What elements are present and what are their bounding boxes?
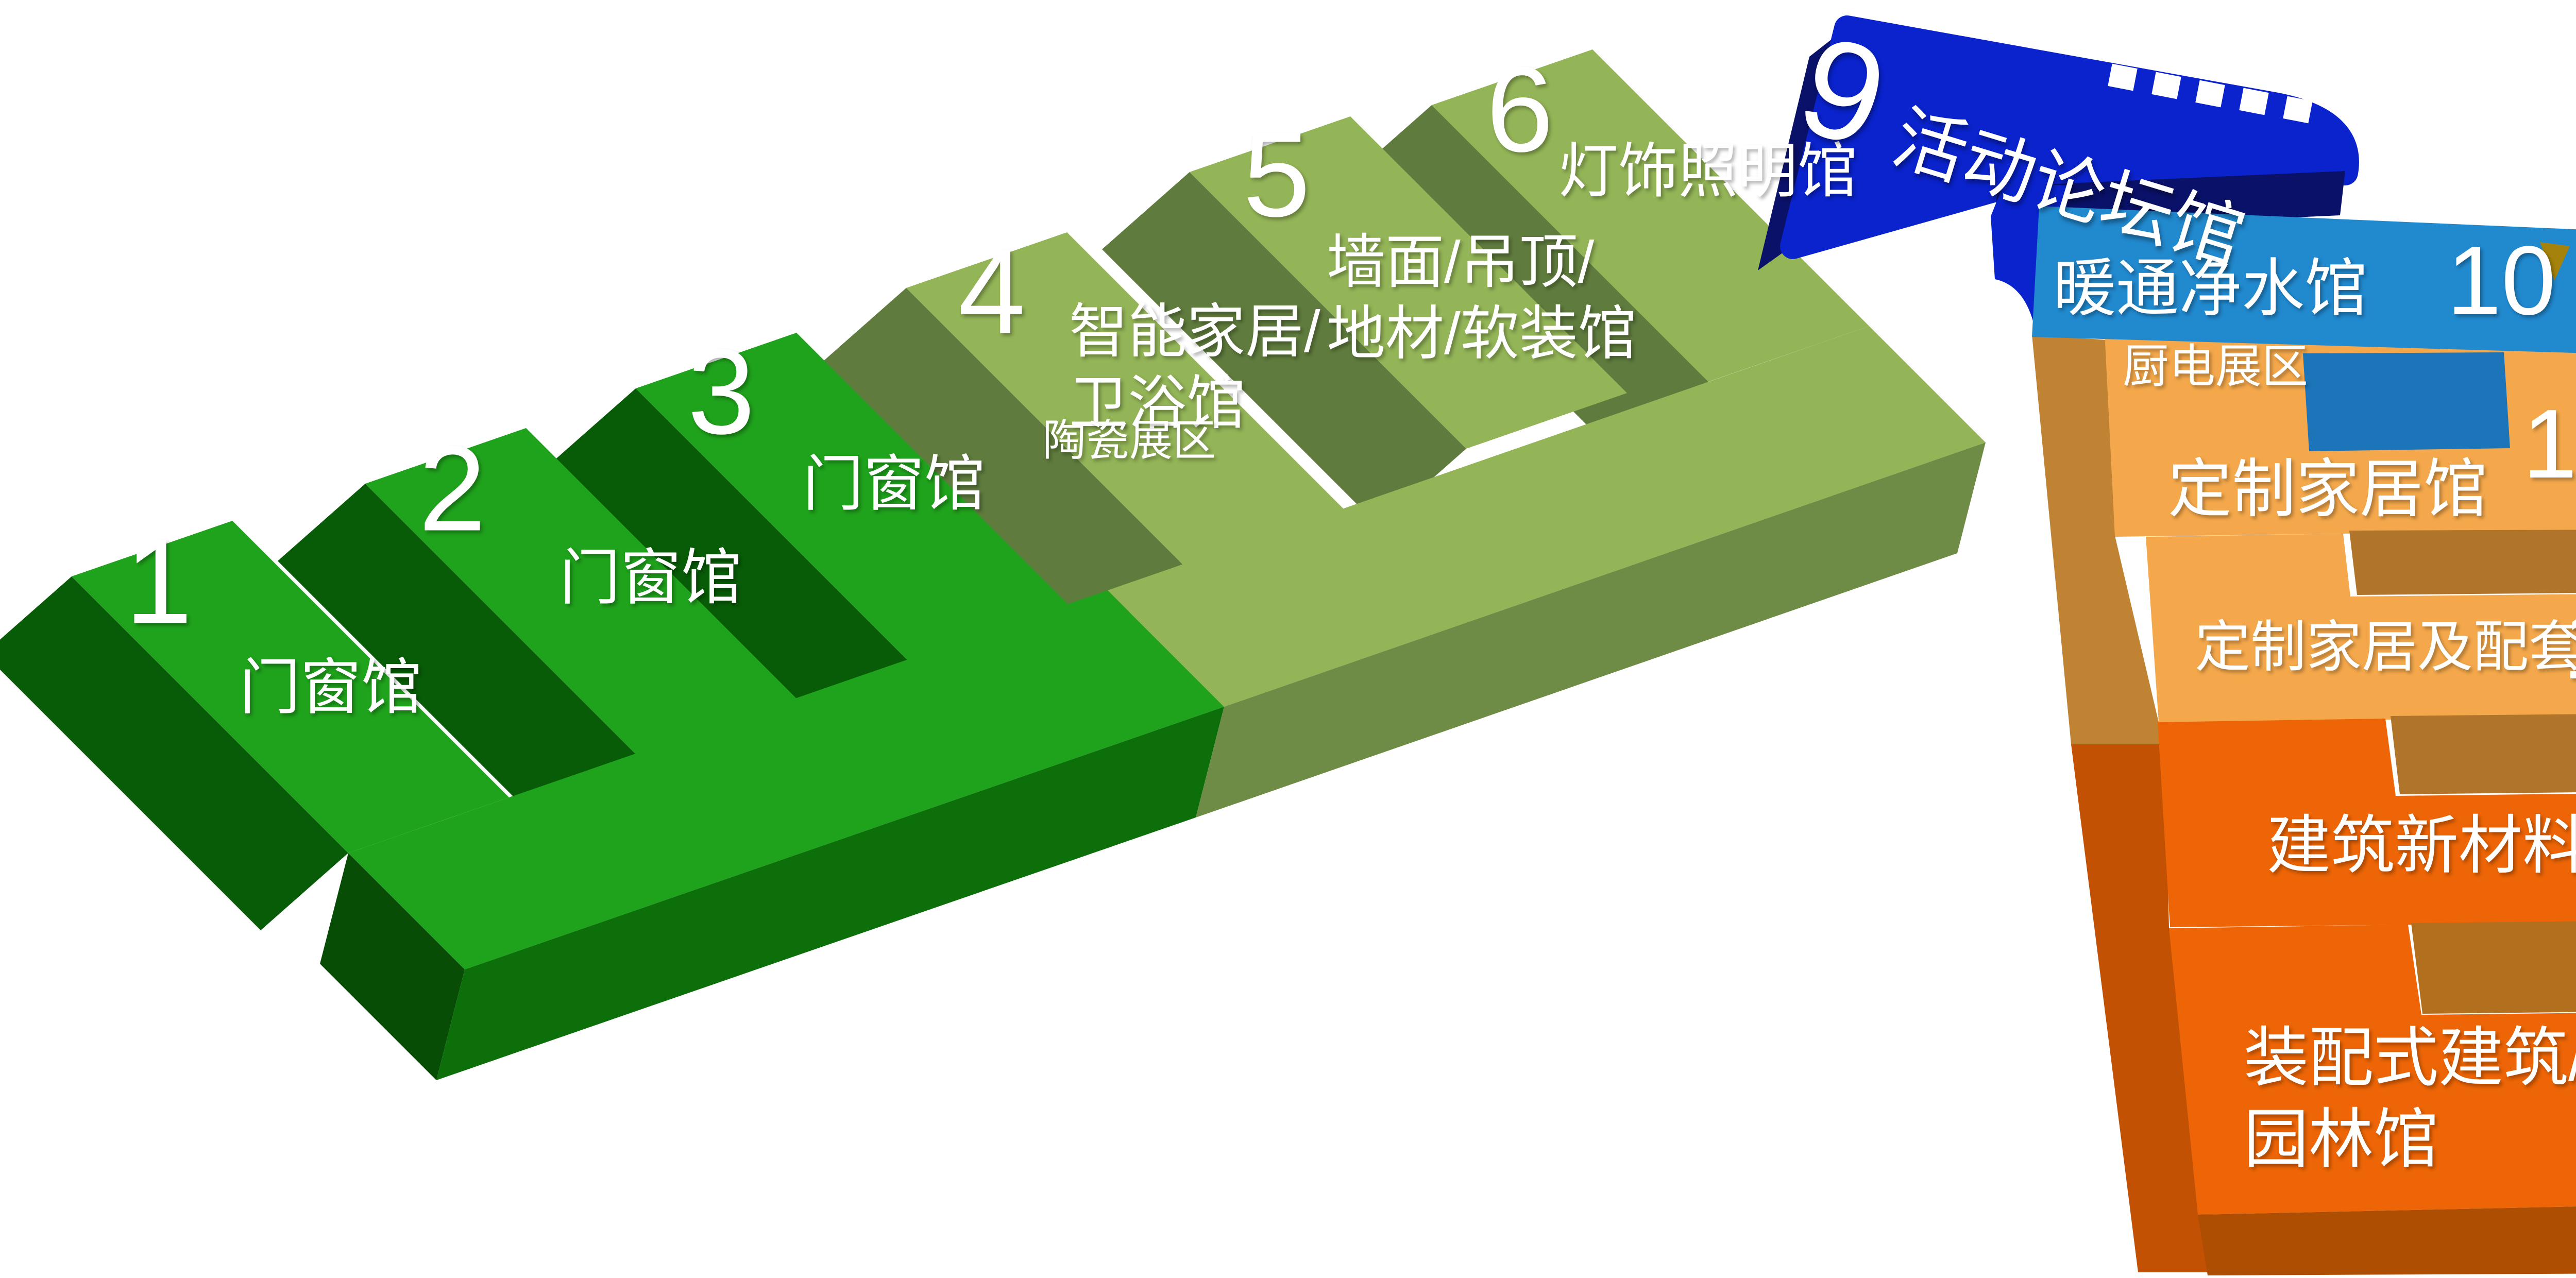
hall-9-notch-5 <box>2283 96 2313 124</box>
hall-2-top-face[interactable] <box>365 428 803 760</box>
hall-3-side-face <box>548 388 912 742</box>
hall-1-label: 门窗馆 <box>239 654 422 722</box>
hall-5-top-face[interactable] <box>1190 116 1627 449</box>
hall-11-label: 定制家居馆 <box>2167 454 2488 525</box>
hall-3-number: 3 <box>687 323 755 459</box>
hall-1-top-face[interactable] <box>72 521 509 853</box>
band-11-14 <box>2349 530 2576 595</box>
hall-4-subzone: 陶瓷展区 <box>1042 416 1216 465</box>
hall-9-notch-1 <box>2108 63 2138 91</box>
band-15-16 <box>2411 921 2576 1014</box>
hall-9-notch-4 <box>2239 88 2269 115</box>
right-stack-side-column-tan <box>2032 335 2164 744</box>
hall-4-label-line2: 卫浴馆 <box>1069 371 1246 437</box>
hall-10-side-face <box>2303 352 2510 451</box>
hall-6-side-face <box>1344 105 1708 459</box>
spine-olive-front <box>1196 442 1986 817</box>
gold-notch-10 <box>2540 242 2570 281</box>
hall-9-notch-2 <box>2151 72 2181 99</box>
hall-2-label: 门窗馆 <box>559 544 742 612</box>
hall-11-number: 11 <box>2522 389 2576 499</box>
hall-1-side-face <box>0 576 348 930</box>
hall-10-number: 10 <box>2447 226 2556 335</box>
hall-4-label: 智能家居/ 卫浴馆 <box>1069 296 1320 439</box>
hall-9-notch-3 <box>2195 80 2225 108</box>
hall-14-label: 定制家居及配套馆 <box>2194 616 2576 678</box>
spine-olive-top <box>1108 326 1986 707</box>
hall-16-label-line2: 园林馆 <box>2244 1102 2438 1175</box>
hall-16-label: 装配式建筑/ 园林馆 <box>2244 1017 2576 1180</box>
spine-end-cap <box>320 853 465 1080</box>
hall-16-front-face <box>2198 1206 2576 1275</box>
hall-3-label: 门窗馆 <box>802 450 986 518</box>
hall-15-top-face[interactable] <box>2158 719 2576 927</box>
hall-4-top-face[interactable] <box>906 232 1344 565</box>
hall-10-subzone: 厨电展区 <box>2123 341 2308 393</box>
hall-5-label: 墙面/吊顶/ 地材/软装馆 <box>1327 227 1637 370</box>
hall-14-top-face[interactable] <box>2146 534 2576 722</box>
hall-4-number: 4 <box>958 223 1026 359</box>
hall-14-number: 14 <box>2563 596 2576 694</box>
hall-5-number: 5 <box>1243 106 1311 242</box>
hall-16-top-face[interactable] <box>2169 925 2576 1215</box>
hall-15-label: 建筑新材料馆 <box>2266 810 2576 881</box>
hall-5-side-face <box>1102 172 1466 526</box>
hall-2-number: 2 <box>418 420 486 556</box>
hall-1-number: 1 <box>125 513 193 649</box>
right-stack-side-column-orange <box>2071 744 2221 1272</box>
hall-4-label-line1: 智能家居/ <box>1069 299 1320 365</box>
hall-6-top-face[interactable] <box>1432 49 1869 382</box>
spine-green-top <box>348 590 1224 969</box>
hall-16-label-line1: 装配式建筑/ <box>2244 1021 2576 1094</box>
hall-3-top-face[interactable] <box>636 333 1073 665</box>
spine-green-front <box>436 707 1224 1080</box>
band-14-15 <box>2391 714 2576 794</box>
hall-6-label: 灯饰照明馆 <box>1558 138 1857 205</box>
hall-10-top-face[interactable] <box>2032 206 2576 353</box>
hall-10-label: 暖通净水馆 <box>2053 253 2367 323</box>
hall-2-side-face <box>278 484 642 838</box>
hall-6-number: 6 <box>1486 41 1554 177</box>
hall-5-label-line1: 墙面/吊顶/ <box>1327 230 1595 295</box>
hall-5-label-line2: 地材/软装馆 <box>1327 301 1637 367</box>
hall-4-side-face <box>819 288 1183 642</box>
